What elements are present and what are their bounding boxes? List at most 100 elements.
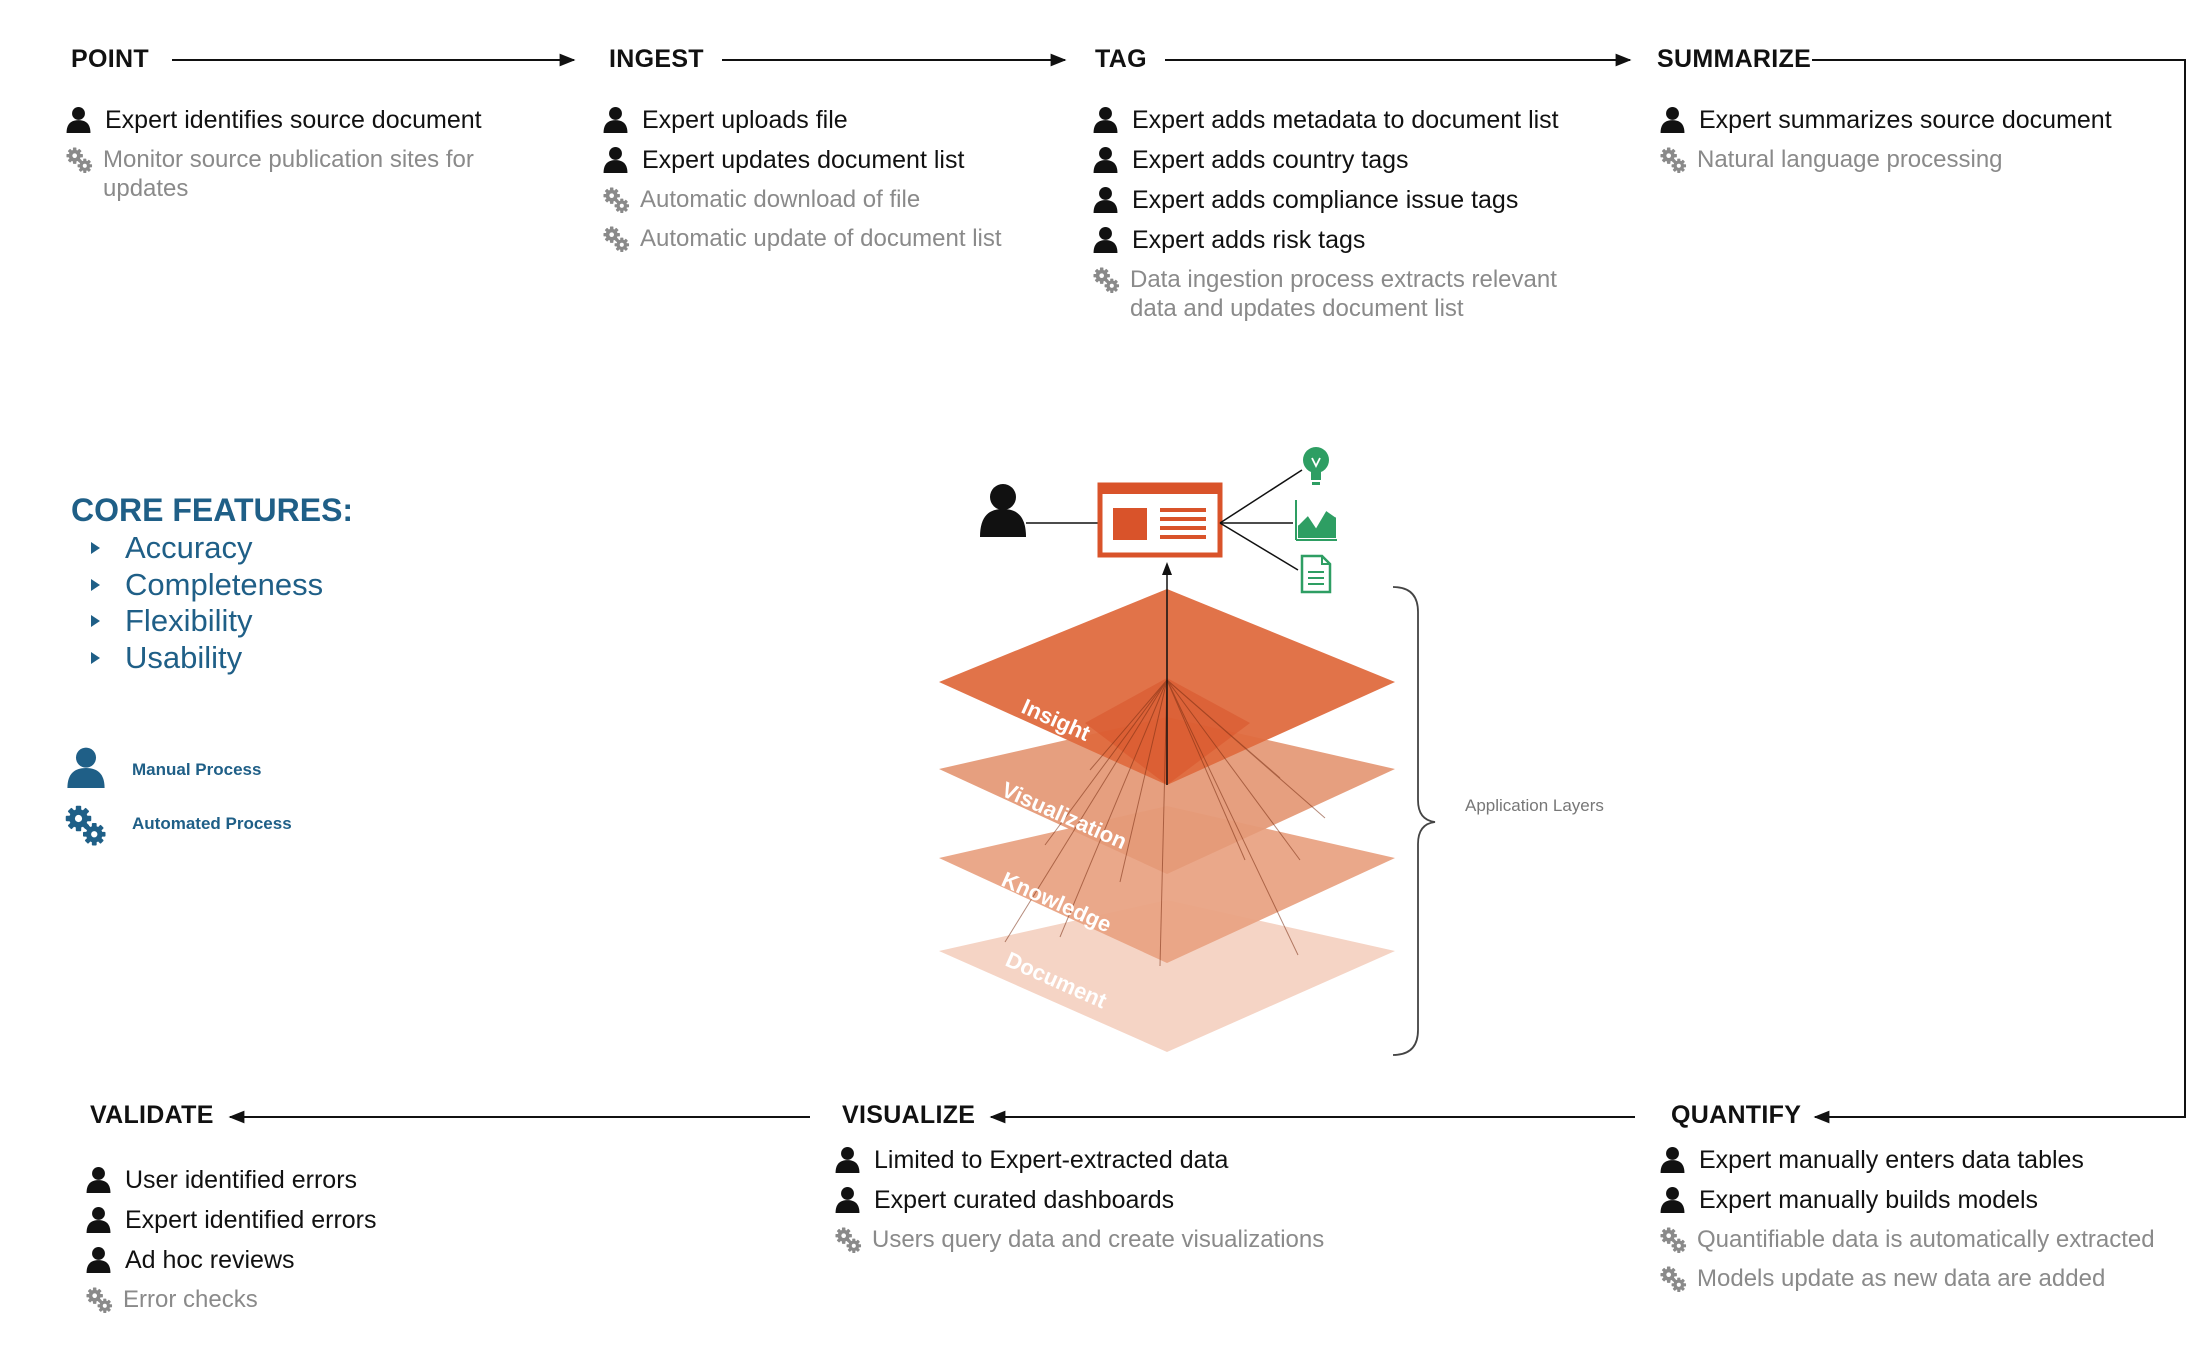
person-icon — [1093, 186, 1118, 213]
triangle-bullet-icon — [91, 615, 100, 628]
person-icon — [1660, 1146, 1685, 1173]
manual-step: Expert manually builds models — [1660, 1185, 2160, 1215]
gears-icon — [1660, 1227, 1687, 1254]
manual-step: Expert manually enters data tables — [1660, 1145, 2160, 1175]
stage-title-ingest: INGEST — [609, 45, 704, 73]
step-text: Data ingestion process extracts relevant… — [1130, 266, 1557, 322]
step-text: Expert manually builds models — [1699, 1186, 2039, 1214]
automated-step: Automatic download of file — [603, 185, 1043, 214]
step-text: Expert updates document list — [642, 146, 965, 174]
person-icon — [835, 1186, 860, 1213]
gears-icon — [835, 1227, 862, 1254]
layer-document — [939, 900, 1395, 1052]
automated-step: Automatic update of document list — [603, 224, 1043, 253]
manual-step: Expert curated dashboards — [835, 1185, 1395, 1215]
person-icon — [1093, 146, 1118, 173]
manual-step: User identified errors — [86, 1165, 536, 1195]
step-text: Expert curated dashboards — [874, 1186, 1175, 1214]
step-text: Ad hoc reviews — [125, 1246, 295, 1274]
core-feature-item: Completeness — [91, 567, 323, 604]
triangle-bullet-icon — [91, 578, 100, 591]
layer-knowledge — [939, 806, 1395, 963]
person-icon — [86, 1246, 111, 1273]
person-icon — [86, 1166, 111, 1193]
step-text: Monitor source publication sites for upd… — [103, 146, 474, 202]
gears-icon — [86, 1287, 113, 1314]
step-text: Expert adds risk tags — [1132, 226, 1366, 254]
person-icon — [603, 106, 628, 133]
step-text: Models update as new data are added — [1697, 1265, 2106, 1292]
automated-step: Error checks — [86, 1285, 536, 1314]
legend-automated-label: Automated Process — [132, 814, 292, 833]
manual-step: Expert updates document list — [603, 145, 1043, 175]
legend-gears-icon — [65, 805, 107, 847]
stage-title-visualize: VISUALIZE — [842, 1101, 976, 1129]
lightbulb-icon — [1303, 447, 1329, 485]
manual-step: Expert identifies source document — [66, 105, 536, 135]
gears-icon — [1093, 267, 1120, 294]
automated-step: Data ingestion process extracts relevant… — [1093, 265, 1593, 323]
stage-title-tag: TAG — [1095, 45, 1147, 73]
dashboard-window-icon — [1097, 482, 1223, 558]
manual-step: Expert identified errors — [86, 1205, 536, 1235]
step-text: Natural language processing — [1697, 146, 2003, 173]
triangle-bullet-icon — [91, 651, 100, 664]
legend-manual-label: Manual Process — [132, 760, 262, 779]
manual-step: Expert adds country tags — [1093, 145, 1593, 175]
manual-step: Expert summarizes source document — [1660, 105, 2140, 135]
manual-step: Ad hoc reviews — [86, 1245, 536, 1275]
manual-step: Expert adds compliance issue tags — [1093, 185, 1593, 215]
core-feature-label: Flexibility — [125, 603, 253, 639]
person-icon — [603, 146, 628, 173]
person-icon — [66, 106, 91, 133]
step-text: Automatic update of document list — [640, 225, 1002, 252]
step-text: Expert adds metadata to document list — [1132, 106, 1559, 134]
manual-step: Limited to Expert-extracted data — [835, 1145, 1395, 1175]
triangle-bullet-icon — [91, 542, 100, 555]
arrow-summarize-to-quantify — [1812, 59, 2186, 1124]
step-text: Expert summarizes source document — [1699, 106, 2112, 134]
step-text: Automatic download of file — [640, 186, 921, 213]
manual-step: Expert adds metadata to document list — [1093, 105, 1593, 135]
user-person-icon — [980, 484, 1026, 537]
step-text: Expert uploads file — [642, 106, 848, 134]
person-icon — [1660, 106, 1685, 133]
step-text: Expert adds country tags — [1132, 146, 1409, 174]
automated-step: Quantifiable data is automatically extra… — [1660, 1225, 2160, 1254]
application-layers-illustration: Insight Visualization Knowledge Document — [939, 447, 1436, 1056]
step-text: Users query data and create visualizatio… — [872, 1226, 1325, 1253]
report-document-icon — [1300, 554, 1332, 594]
legend-person-icon — [65, 746, 107, 788]
layers-bracket — [1392, 586, 1436, 1056]
application-layers-label: Application Layers — [1465, 796, 1604, 815]
stage-title-quantify: QUANTIFY — [1671, 1101, 1802, 1129]
step-text: Expert manually enters data tables — [1699, 1146, 2084, 1174]
gears-icon — [603, 226, 630, 253]
gears-icon — [1660, 147, 1687, 174]
core-feature-item: Accuracy — [91, 530, 323, 567]
person-icon — [86, 1206, 111, 1233]
manual-step: Expert adds risk tags — [1093, 225, 1593, 255]
core-feature-item: Usability — [91, 640, 323, 677]
stage-title-point: POINT — [71, 45, 149, 73]
gears-icon — [603, 187, 630, 214]
step-text: Quantifiable data is automatically extra… — [1697, 1226, 2155, 1253]
person-icon — [835, 1146, 860, 1173]
stage-title-summarize: SUMMARIZE — [1657, 45, 1812, 73]
automated-step: Natural language processing — [1660, 145, 2140, 174]
person-icon — [1093, 226, 1118, 253]
core-feature-label: Completeness — [125, 566, 324, 602]
automated-step: Users query data and create visualizatio… — [835, 1225, 1395, 1254]
step-text: Expert identified errors — [125, 1206, 377, 1234]
manual-step: Expert uploads file — [603, 105, 1043, 135]
automated-step: Monitor source publication sites for upd… — [66, 145, 536, 203]
core-features-title: CORE FEATURES: — [71, 492, 354, 528]
